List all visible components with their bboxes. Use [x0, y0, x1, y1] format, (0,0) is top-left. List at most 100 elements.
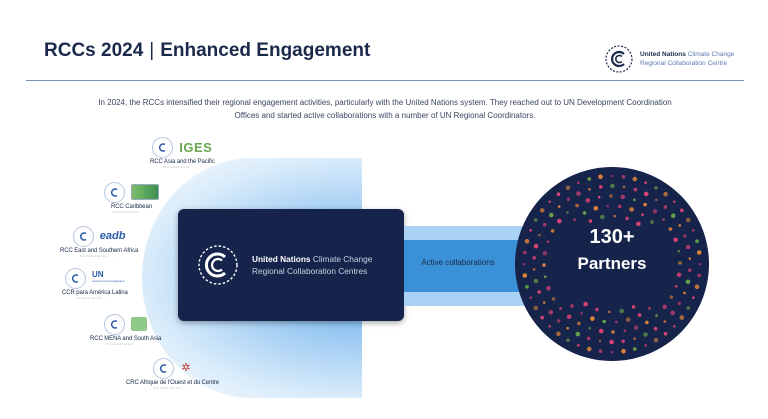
partner-dot — [577, 321, 581, 326]
rcc-name: RCC Caribbean — [110, 204, 153, 210]
caribbean-logo — [131, 184, 159, 200]
partners-label: Partners — [577, 254, 647, 273]
partner-dot — [643, 202, 647, 207]
partner-dot — [641, 213, 644, 216]
partner-dot — [532, 256, 536, 260]
partner-dot — [522, 262, 526, 266]
mena-partner-logo — [131, 317, 148, 331]
rcc-caribbean: RCC Caribbean Collaboration · · · — [104, 181, 159, 214]
boad-logo: ✲ — [181, 362, 191, 374]
rcc-name: CCR para América Latina — [62, 290, 128, 296]
partner-dot — [670, 310, 675, 316]
partner-dot — [669, 295, 674, 299]
partner-dot — [677, 301, 682, 306]
partner-dot — [522, 273, 528, 278]
partner-dot — [546, 240, 550, 243]
partner-dot — [582, 211, 587, 215]
partner-dot — [595, 307, 599, 312]
partner-dot — [610, 183, 615, 189]
partner-dot — [620, 194, 626, 200]
partner-dot — [576, 191, 581, 196]
partner-dot — [615, 320, 618, 324]
rcc-name: RCC East and Southern Africa — [60, 248, 139, 254]
partner-dot — [668, 227, 673, 231]
partner-dot — [566, 338, 570, 342]
partner-dot — [580, 312, 583, 315]
partner-dot — [676, 272, 682, 278]
partner-dot — [543, 275, 547, 279]
rcc-asia-pacific: IGES RCC Asia and the Pacific Collaborat… — [150, 136, 215, 169]
partner-dot — [685, 244, 691, 250]
partner-dot — [598, 349, 603, 353]
partner-dot — [588, 326, 591, 330]
title-sub: Enhanced Engagement — [160, 40, 371, 61]
unfccc-logo-icon — [152, 136, 174, 158]
brand-logo: United Nations Climate Change Regional C… — [604, 44, 734, 74]
collab-band-inner — [404, 240, 534, 292]
partner-dot — [548, 310, 554, 315]
partner-dot — [695, 239, 699, 243]
partner-dot — [633, 325, 639, 330]
partner-dot — [686, 306, 690, 310]
partner-dot — [590, 316, 595, 321]
partner-dot — [593, 206, 599, 211]
partner-dot — [557, 218, 562, 224]
partner-dot — [573, 218, 576, 221]
partner-dot — [679, 315, 685, 320]
partner-dot — [586, 336, 591, 341]
partner-dot — [575, 331, 581, 337]
partner-dot — [645, 320, 649, 325]
partner-dot — [542, 222, 547, 227]
partner-dot — [609, 194, 613, 198]
partner-dot — [598, 174, 603, 180]
partner-dot — [685, 279, 691, 285]
partner-dot — [566, 197, 571, 202]
partners-count: 130+ — [589, 226, 635, 248]
rcc-tagline: Collaboration · · · — [153, 387, 192, 390]
partner-dot — [609, 339, 614, 345]
unfccc-logo-icon — [104, 181, 125, 203]
rcc-name: RCC MENA and South Asia — [90, 336, 162, 342]
partner-dot — [585, 198, 591, 203]
rcc-west-central-africa: ✲ CRC Afrique de l'Ouest et du Centre Co… — [126, 357, 220, 390]
partner-dot — [607, 310, 611, 314]
partner-dot — [680, 208, 684, 213]
partner-dot — [533, 243, 539, 249]
partner-dot — [653, 326, 658, 331]
partners-dots — [522, 174, 702, 354]
center-line1-light: Climate Change — [312, 254, 373, 264]
partner-dot — [619, 308, 624, 314]
partner-dot — [683, 291, 686, 295]
partner-dot — [557, 205, 561, 208]
partner-dot — [556, 319, 561, 323]
partner-dot — [688, 268, 692, 272]
partner-dot — [662, 218, 665, 221]
partner-dot — [643, 332, 648, 337]
partner-dot — [696, 250, 702, 255]
unfccc-logo-icon — [65, 267, 87, 289]
unfccc-logo-icon — [72, 225, 94, 247]
partners-circle-bg — [515, 167, 709, 361]
partner-dot — [663, 320, 667, 323]
partner-dot — [532, 268, 536, 271]
partner-dot — [599, 185, 603, 189]
partner-dot — [542, 301, 546, 304]
partner-dot — [685, 217, 691, 223]
rcc-tagline: Colaboración · · · — [76, 297, 114, 300]
partner-dot — [697, 273, 701, 278]
partner-dot — [653, 337, 659, 343]
partner-dot — [655, 198, 658, 202]
unfccc-logo-icon — [198, 245, 238, 285]
page-title: RCCs 2024|Enhanced Engagement — [44, 40, 370, 62]
partner-dot — [632, 176, 638, 182]
brand-line1-light: Climate Change — [687, 51, 735, 58]
partner-dot — [548, 200, 552, 204]
partner-dot — [622, 185, 626, 189]
brand-line1-bold: United Nations — [640, 51, 686, 58]
partner-dot — [673, 237, 678, 243]
rcc-name: CRC Afrique de l'Ouest et du Centre — [126, 380, 220, 386]
partner-dot — [613, 214, 617, 218]
partner-dot — [588, 188, 591, 191]
partner-dot — [663, 191, 668, 197]
partner-dot — [534, 218, 538, 222]
